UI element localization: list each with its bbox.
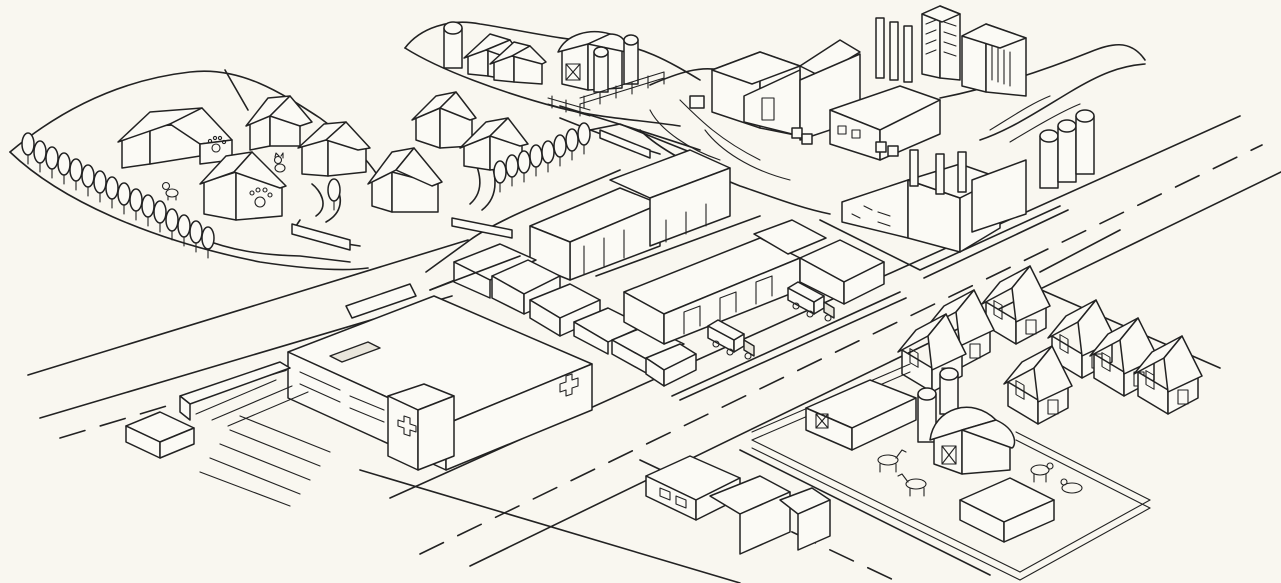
house-paw-left [117,107,233,169]
dog-icon [161,181,179,201]
big-barn [557,31,628,91]
stable [959,477,1055,543]
storage-silos [1039,109,1095,189]
crates [689,95,899,157]
hill-farm [443,21,665,117]
factory-main [711,39,941,161]
horse-icon [897,473,927,497]
garage [125,411,195,459]
large-warehouse [623,237,801,345]
house-top-left [245,95,313,151]
cow-icon [1060,478,1083,494]
warehouse-mid [453,243,697,387]
silo [917,367,959,443]
round-barn [929,406,1016,475]
bottom-shops [645,455,831,555]
horse-icon [877,449,907,473]
paw-icon [249,187,273,208]
cow-icon [1030,462,1054,483]
truck-icon [707,319,755,360]
industrial-plateau [689,5,1095,253]
paw-icon [207,135,227,153]
tall-tower-right [961,23,1027,97]
warehouse-row-top [529,149,731,281]
residential-hill [21,91,591,259]
medical-cross-icon [559,373,579,397]
bridges [291,129,651,251]
hospital [125,283,593,507]
hospital-annex [345,283,417,319]
medical-wing [387,383,455,471]
warehouse-right [753,219,885,305]
smokestacks [875,17,913,83]
medical-cross-icon [397,415,417,437]
tall-tower-left [921,5,961,81]
house-upper-1 [411,91,477,149]
cat-icon [273,152,286,173]
house-top-right [297,121,371,177]
house-road [367,147,443,213]
district-curb [429,215,761,291]
barn-2 [489,41,547,85]
ranch-farm [751,363,1151,581]
fences [547,71,665,117]
lower-factory [841,149,1027,253]
warehouse-district [429,149,885,387]
silo [443,21,463,69]
parking-lot [179,361,331,507]
long-barn [805,379,917,451]
house-paw-center [199,151,287,221]
